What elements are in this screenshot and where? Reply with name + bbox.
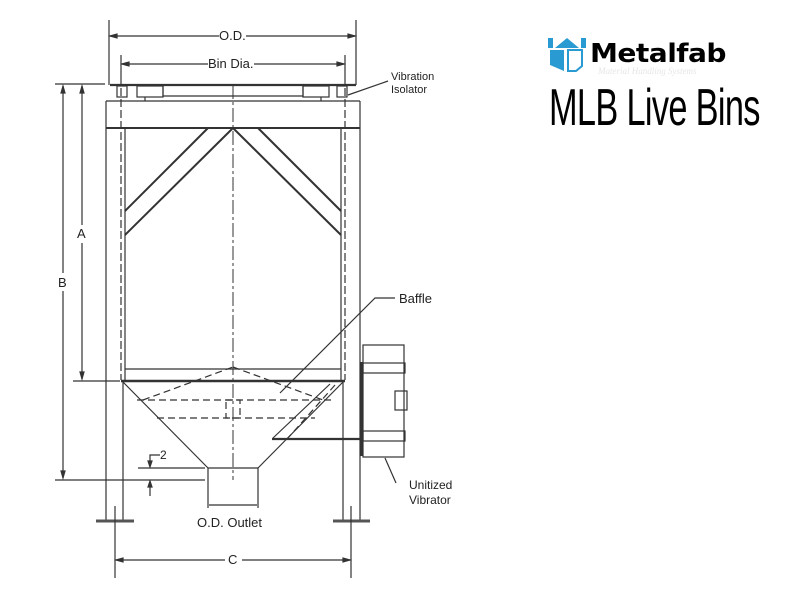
vibrator-bracket <box>272 383 362 441</box>
od-label: O.D. <box>219 28 246 43</box>
c-dimension-label: C <box>228 552 238 567</box>
two-inch-dimension <box>138 454 205 496</box>
unitized-vibrator-callout: Unitized Vibrator <box>409 478 453 508</box>
bin-dia-label: Bin Dia. <box>208 56 254 71</box>
a-b-dimension-lines <box>55 83 205 481</box>
baffle <box>137 366 336 439</box>
brand-name: Metalfab <box>590 39 726 69</box>
brand-tagline: Material Handling Systems <box>598 66 697 76</box>
baffle-callout: Baffle <box>399 291 433 306</box>
vibration-isolator-callout: Vibration Isolator <box>391 71 435 97</box>
two-inch-label: 2 <box>160 448 167 462</box>
od-outlet-label: O.D. Outlet <box>197 515 263 530</box>
a-dimension-label: A <box>77 226 86 241</box>
c-dimension-line <box>113 506 353 578</box>
vibration-isolator-leader <box>347 80 389 96</box>
unitized-vibrator-leader <box>384 457 397 484</box>
metalfab-logo-icon <box>548 38 586 72</box>
vibration-isolator-line1: Vibration <box>391 71 435 83</box>
roof-bracing <box>124 127 342 236</box>
unitized-vibrator-line1: Unitized <box>409 478 453 492</box>
b-dimension-label: B <box>58 275 67 290</box>
metalfab-brand: Metalfab Material Handling Systems <box>548 36 773 156</box>
unitized-vibrator <box>360 344 408 458</box>
support-legs <box>96 128 370 523</box>
product-title: MLB Live Bins <box>549 79 760 137</box>
vibration-isolator-line2: Isolator <box>391 84 428 96</box>
baffle-leader <box>279 297 395 394</box>
unitized-vibrator-line2: Vibrator <box>409 493 451 507</box>
cone-hopper <box>122 381 344 480</box>
od-outlet-dimension <box>207 480 259 508</box>
